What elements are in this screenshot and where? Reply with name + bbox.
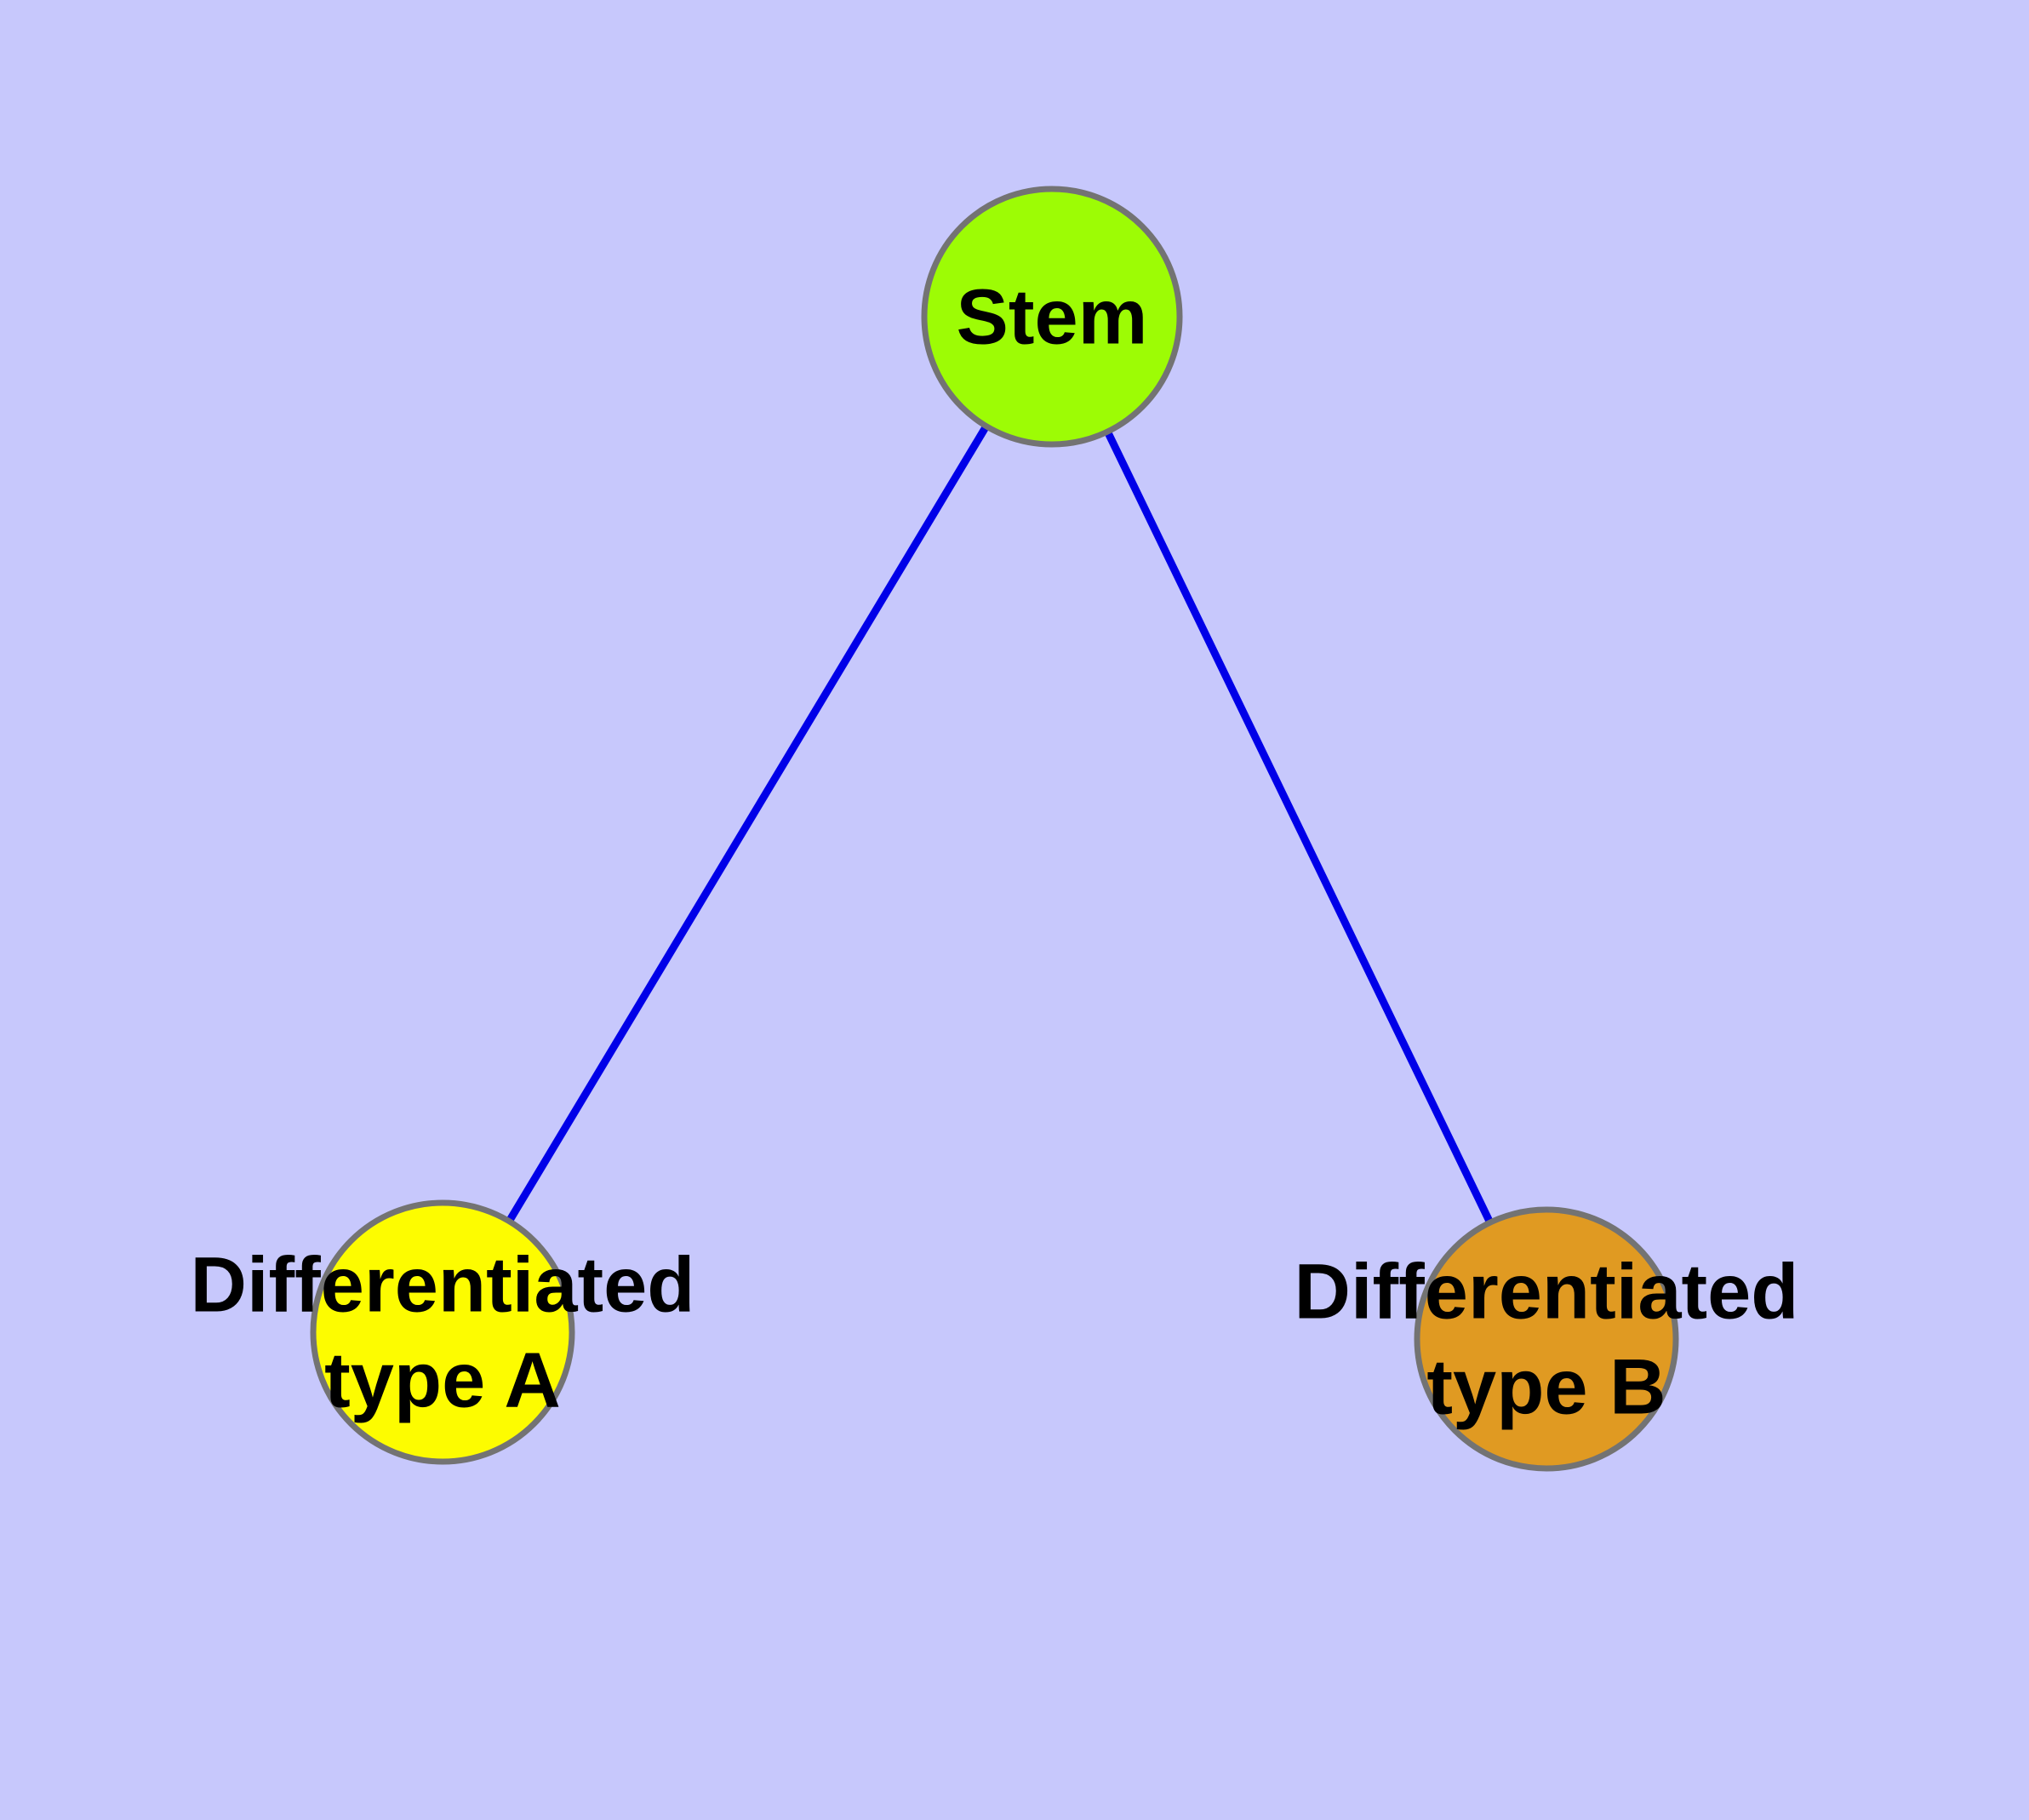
node-stem[interactable] [921, 186, 1183, 448]
node-diff_a[interactable] [310, 1199, 575, 1465]
edge-stem-to-diff_a[interactable] [506, 423, 990, 1224]
node-label-diff_b-line2: type B [1426, 1343, 1666, 1430]
edge-stem-to-diff_b[interactable] [1104, 429, 1495, 1225]
node-label-diff_b-line1: Differentiated [1295, 1248, 1799, 1335]
node-diff_b[interactable] [1414, 1206, 1679, 1472]
edges-layer [506, 423, 1495, 1225]
node-label-diff_a-line1: Differentiated [191, 1241, 695, 1328]
node-label-diff_a-line2: type A [324, 1336, 561, 1423]
node-label-stem-line1: Stem [957, 273, 1148, 360]
nodes-layer [310, 186, 1679, 1472]
